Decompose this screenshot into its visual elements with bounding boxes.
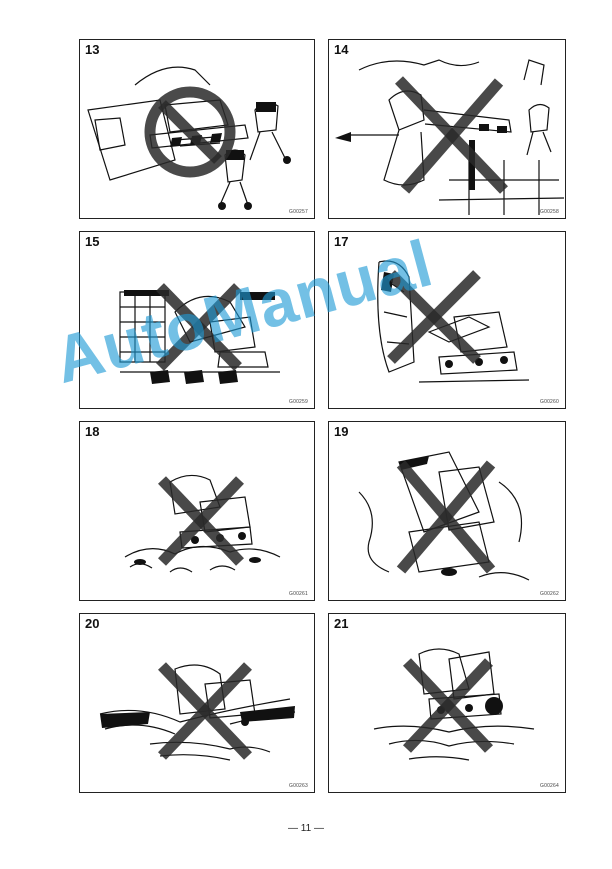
excavator-in-water-illustration <box>99 662 296 761</box>
panel-number: 13 <box>85 42 100 57</box>
figure-code: G00263 <box>289 783 308 789</box>
panel-number: 15 <box>85 234 100 249</box>
person-struck-by-arm-illustration <box>335 59 565 215</box>
excavator-tipping-on-slope-illustration <box>358 451 530 581</box>
page-number: — 11 — <box>288 823 324 834</box>
illustration-panel-17: 17 G00260 <box>328 231 566 409</box>
figure-code: G00261 <box>289 591 308 597</box>
figure-code: G00257 <box>289 209 308 215</box>
figure-code: G00262 <box>540 591 559 597</box>
panel-number: 14 <box>334 42 349 57</box>
excavator-undercut-slope-illustration <box>377 260 530 383</box>
panel-number: 17 <box>334 234 349 249</box>
figure-code: G00260 <box>540 399 559 405</box>
illustration-panel-13: 13 G00257 <box>79 39 315 219</box>
panel-number: 19 <box>334 424 349 439</box>
excavator-swing-hazard-illustration <box>87 66 291 210</box>
panel-number: 18 <box>85 424 100 439</box>
figure-code: G00259 <box>289 399 308 405</box>
panel-number: 20 <box>85 616 100 631</box>
panel-number: 21 <box>334 616 349 631</box>
illustration-panel-18: 18 G00261 <box>79 421 315 601</box>
illustration-panel-14: 14 G00258 <box>328 39 566 219</box>
figure-code: G00258 <box>540 209 559 215</box>
excavator-hitting-wall-illustration <box>119 283 280 384</box>
excavator-sinking-in-mud-illustration <box>373 648 535 761</box>
illustration-panel-19: 19 G00262 <box>328 421 566 601</box>
illustration-panel-21: 21 G00264 <box>328 613 566 793</box>
excavator-on-rubble-illustration <box>124 474 281 573</box>
figure-code: G00264 <box>540 783 559 789</box>
illustration-panel-20: 20 G00263 <box>79 613 315 793</box>
illustration-panel-15: 15 G00259 <box>79 231 315 409</box>
